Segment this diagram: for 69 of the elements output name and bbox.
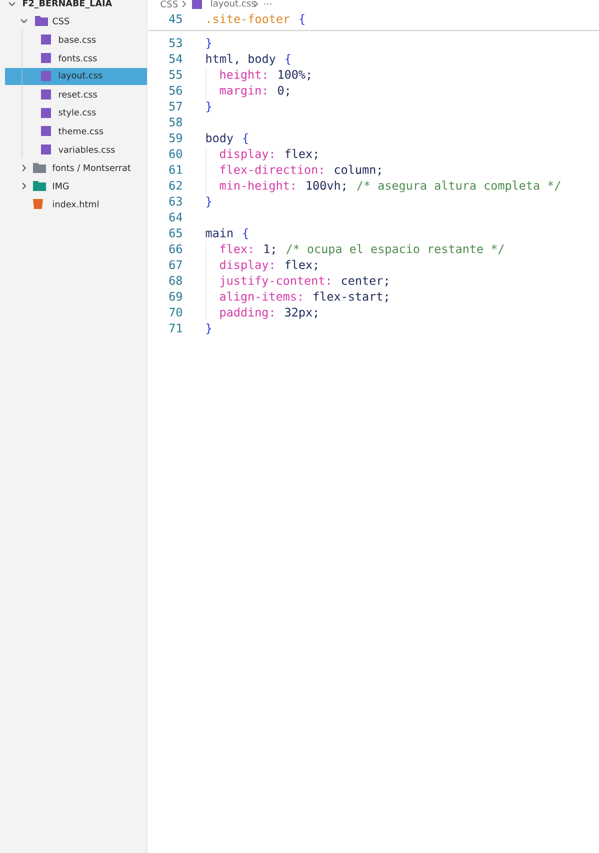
line-number: 62	[169, 180, 182, 190]
code-text: body	[206, 133, 234, 145]
line-number: 69	[169, 292, 182, 301]
code-text: .site-footer	[208, 14, 290, 24]
code-text: flex-direction:	[220, 164, 322, 174]
line-number: 60	[169, 149, 182, 158]
line-number: 65	[169, 228, 182, 238]
line-number: 59	[169, 133, 182, 142]
line-number: 45	[169, 14, 182, 24]
file-name: base.css	[59, 36, 96, 43]
code-text: center;	[342, 276, 388, 286]
code-text: flex;	[285, 260, 317, 271]
breadcrumb: …	[264, 3, 272, 5]
line-number: 63	[169, 196, 182, 206]
line-number: 67	[169, 260, 182, 270]
line-number: 56	[169, 86, 182, 95]
code-text: display:	[220, 260, 273, 272]
code-text: 100%;	[278, 70, 310, 80]
code-text: }	[206, 102, 212, 112]
code-text: display:	[220, 148, 273, 160]
code-text: {	[300, 14, 304, 25]
line-number: 61	[169, 165, 182, 174]
breadcrumb: CSS	[160, 0, 178, 8]
code-text: 0;	[278, 86, 289, 96]
project-name: F2_BERNABE_LAIA	[23, 0, 112, 8]
code-text: {	[243, 228, 248, 240]
code-text: margin:	[220, 86, 266, 98]
line-number: 54	[169, 54, 182, 64]
line-number: 68	[169, 276, 182, 285]
code-text: /* ocupa el espacio restante */	[286, 244, 504, 256]
line-number: 55	[169, 70, 182, 79]
file-name: reset.css	[59, 91, 97, 98]
code-text: {	[243, 133, 248, 144]
code-text: 32px;	[285, 308, 317, 319]
line-number: 70	[169, 308, 182, 317]
code-text: }	[206, 323, 212, 334]
code-text: min-height:	[220, 180, 294, 192]
file-name: fonts.css	[58, 54, 97, 62]
code-text: align-items:	[220, 292, 302, 304]
code-text: }	[206, 38, 212, 49]
file-name: index.html	[53, 200, 98, 208]
code-text: flex;	[285, 148, 317, 160]
code-text: flex:	[220, 244, 252, 254]
line-number: 71	[169, 324, 182, 332]
code-text: height:	[220, 70, 266, 82]
line-number: 58	[169, 118, 182, 126]
code-text: justify-content:	[220, 276, 330, 288]
code-text: flex-start;	[314, 292, 388, 302]
file-name: theme.css	[58, 128, 104, 134]
file-name: variables.css	[58, 146, 115, 153]
line-number: 57	[169, 102, 182, 111]
code-text: 100vh;	[306, 180, 346, 192]
folder-name: fonts / Montserrat	[52, 164, 131, 172]
folder-name: IMG	[53, 182, 69, 190]
code-text: /* asegura altura completa */	[357, 180, 560, 192]
folder-name: CSS	[52, 18, 70, 24]
line-number: 53	[169, 38, 182, 48]
code-text: column;	[334, 164, 380, 176]
code-text: }	[206, 196, 212, 208]
code-text: html, body	[206, 54, 276, 66]
code-text: 1;	[264, 244, 274, 255]
breadcrumb: layout.css	[211, 0, 256, 8]
file-name: style.css	[58, 108, 96, 118]
code-text: {	[286, 54, 290, 65]
line-number: 64	[169, 212, 182, 222]
line-number: 66	[169, 244, 182, 254]
code-text: main	[206, 228, 232, 238]
file-name: layout.css	[59, 72, 102, 80]
code-text: padding:	[220, 308, 273, 319]
